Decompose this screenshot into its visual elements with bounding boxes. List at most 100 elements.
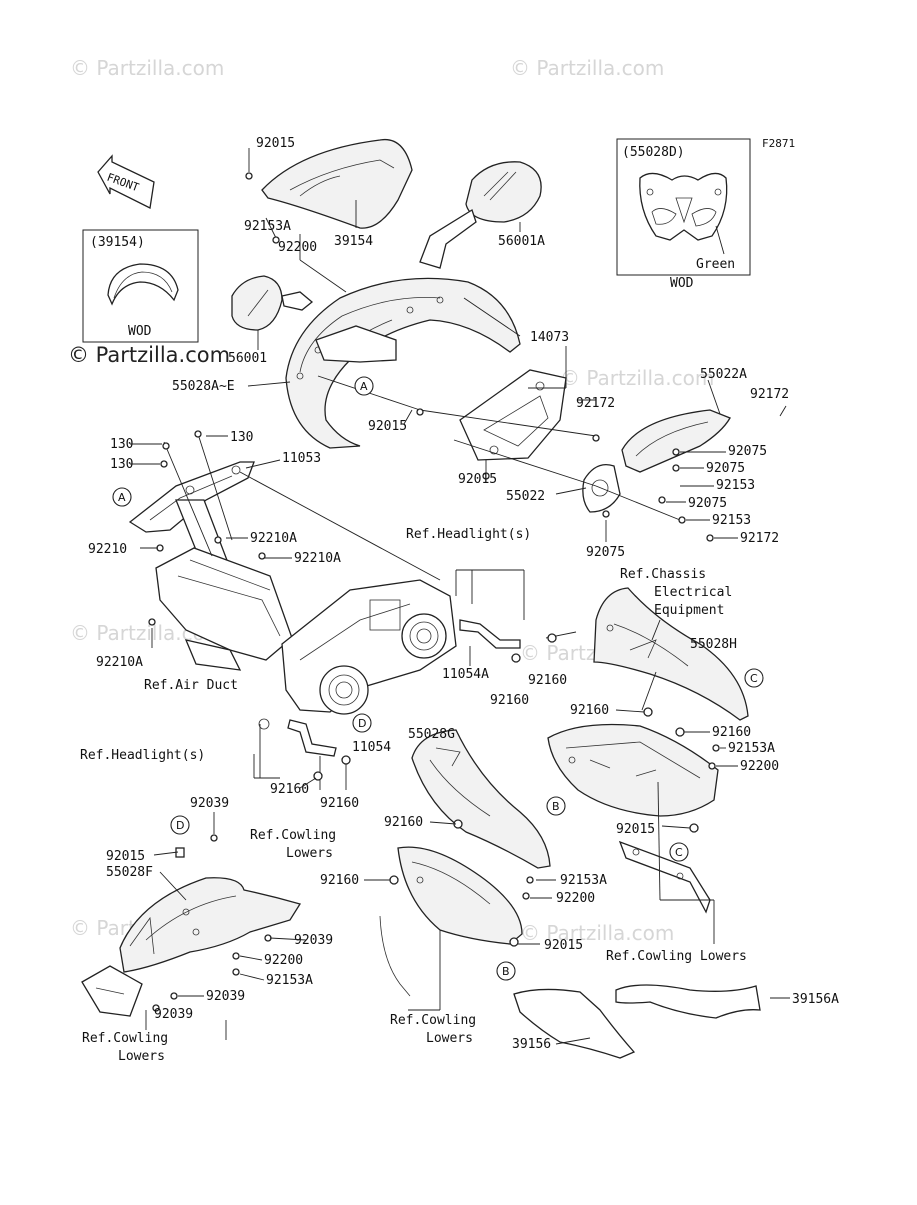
part-label: 92015 <box>544 938 583 953</box>
ref-marker-c: C <box>744 668 764 688</box>
part-label: 92160 <box>528 673 567 688</box>
ref-marker-a: A <box>354 376 374 396</box>
air-duct <box>155 547 293 671</box>
svg-text:A: A <box>118 491 126 504</box>
part-labels: 92015 92153A 92200 39154 56001A 56001 55… <box>80 136 839 1064</box>
watermark-main: © Partzilla.com <box>68 343 230 367</box>
headlight-assembly <box>281 579 457 715</box>
part-label: 92210A <box>96 655 143 670</box>
part-label: Electrical <box>654 585 732 600</box>
foam-39156A <box>615 984 761 1019</box>
ref-marker-c: C <box>669 842 689 862</box>
part-label: 92210A <box>250 531 297 546</box>
part-label: 92200 <box>556 891 595 906</box>
part-label: 92153A <box>560 873 607 888</box>
part-label: 92153A <box>244 219 291 234</box>
ref-marker-d: D <box>170 815 190 835</box>
ref-marker-b: B <box>546 796 566 816</box>
mirror-56001 <box>231 275 314 350</box>
upper-cowl-55028 <box>285 277 521 449</box>
part-label: 92153 <box>716 478 755 493</box>
part-label: 92172 <box>740 531 779 546</box>
part-label: 55028F <box>106 865 153 880</box>
inner-panel-55028F <box>119 877 302 973</box>
part-label: 92200 <box>264 953 303 968</box>
diagram-code: F2871 <box>762 137 795 150</box>
part-label: 130 <box>110 457 133 472</box>
ref-marker-b: B <box>496 961 516 981</box>
part-label: Ref.Headlight(s) <box>406 527 531 542</box>
lower-stay-right <box>618 840 711 914</box>
ref-circles: A A C C D D B B <box>112 376 764 981</box>
part-label: 92039 <box>294 933 333 948</box>
part-label: Ref.Air Duct <box>144 678 238 693</box>
watermark: © Partzilla.com <box>510 56 664 80</box>
part-label: 92153 <box>712 513 751 528</box>
side-panel-right <box>547 723 719 817</box>
svg-text:A: A <box>360 380 368 393</box>
inset-39154: (39154) WOD <box>82 229 199 343</box>
part-label: 55028G <box>408 727 455 742</box>
part-label: 92039 <box>190 796 229 811</box>
label-leaders <box>130 399 790 1045</box>
part-label: Lowers <box>426 1031 473 1046</box>
part-label: 55028H <box>690 637 737 652</box>
inset-right-note: WOD <box>670 276 694 291</box>
part-label: 92015 <box>368 419 407 434</box>
leader-lines <box>145 148 787 1040</box>
side-fairing-55028H <box>593 587 749 721</box>
part-label: 92015 <box>616 822 655 837</box>
part-label: 11054A <box>442 667 489 682</box>
svg-text:C: C <box>750 672 758 685</box>
part-label: 11053 <box>282 451 321 466</box>
part-label: 92015 <box>256 136 295 151</box>
mirror-56001A <box>419 161 542 269</box>
watermark: © Partzilla.com <box>560 366 714 390</box>
part-label: 92015 <box>458 472 497 487</box>
part-label: 39156A <box>792 992 839 1007</box>
part-label: Ref.Cowling <box>390 1013 476 1028</box>
part-label: 92160 <box>570 703 609 718</box>
part-label: 55022 <box>506 489 545 504</box>
inset-right-title: (55028D) <box>622 145 685 160</box>
part-label: 39154 <box>334 234 373 249</box>
part-label: Ref.Cowling <box>250 828 336 843</box>
inner-panel-14073 <box>459 369 567 461</box>
part-label: 92039 <box>154 1007 193 1022</box>
inset-right-color: Green <box>696 257 735 272</box>
part-label: 92200 <box>740 759 779 774</box>
inset-left-note: WOD <box>128 324 152 339</box>
part-label: 92075 <box>586 545 625 560</box>
part-label: 92075 <box>728 444 767 459</box>
part-label: Ref.Cowling <box>82 1031 168 1046</box>
part-label: 92172 <box>576 396 615 411</box>
part-label: 55022A <box>700 367 747 382</box>
svg-text:B: B <box>552 800 560 813</box>
svg-text:D: D <box>358 717 366 730</box>
svg-text:D: D <box>176 819 184 832</box>
ref-marker-a: A <box>112 487 132 507</box>
part-label: 56001 <box>228 351 267 366</box>
part-label: 92210 <box>88 542 127 557</box>
part-label: 92160 <box>270 782 309 797</box>
part-label: 92075 <box>706 461 745 476</box>
part-label: 92172 <box>750 387 789 402</box>
windshield-39154 <box>261 138 413 229</box>
foam-39156 <box>513 988 636 1059</box>
part-label: 39156 <box>512 1037 551 1052</box>
svg-text:B: B <box>502 965 510 978</box>
watermark: © Partzilla.com <box>70 56 224 80</box>
part-label: Equipment <box>654 603 724 618</box>
part-label: 56001A <box>498 234 545 249</box>
part-label: 92153A <box>266 973 313 988</box>
lower-small-left <box>81 965 143 1017</box>
bracket-11054A <box>459 619 521 649</box>
part-label: 92210A <box>294 551 341 566</box>
part-label: 14073 <box>530 330 569 345</box>
part-label: 55028A~E <box>172 379 235 394</box>
part-label: 92039 <box>206 989 245 1004</box>
part-label: 92075 <box>688 496 727 511</box>
inset-55028D: (55028D) Green WOD <box>616 138 751 291</box>
